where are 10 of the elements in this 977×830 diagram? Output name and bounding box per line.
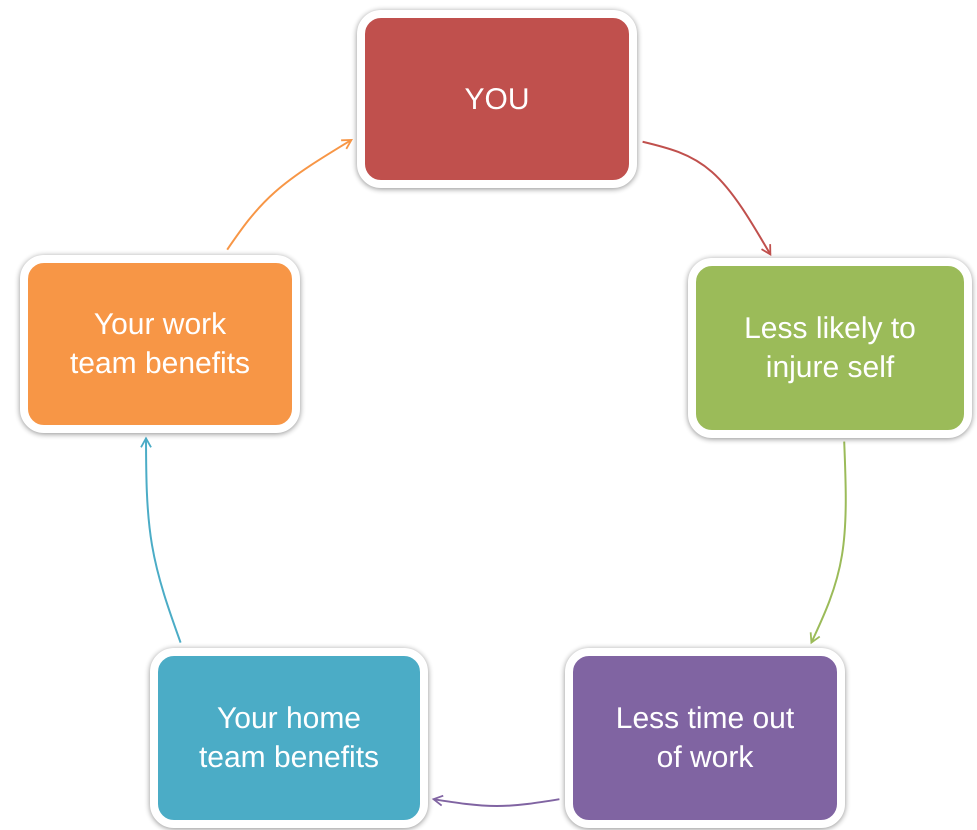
box-label: Your home team benefits	[198, 701, 380, 776]
box-label: Less likely to injure self	[743, 311, 917, 386]
arrow	[432, 794, 560, 807]
arrow	[140, 437, 182, 643]
arrow	[642, 140, 772, 256]
arrow	[226, 139, 352, 250]
arrow	[810, 442, 847, 644]
box-label: Less time out of work	[614, 701, 796, 776]
box-label: Your work team benefits	[68, 307, 252, 382]
box-label: YOU	[463, 82, 530, 118]
